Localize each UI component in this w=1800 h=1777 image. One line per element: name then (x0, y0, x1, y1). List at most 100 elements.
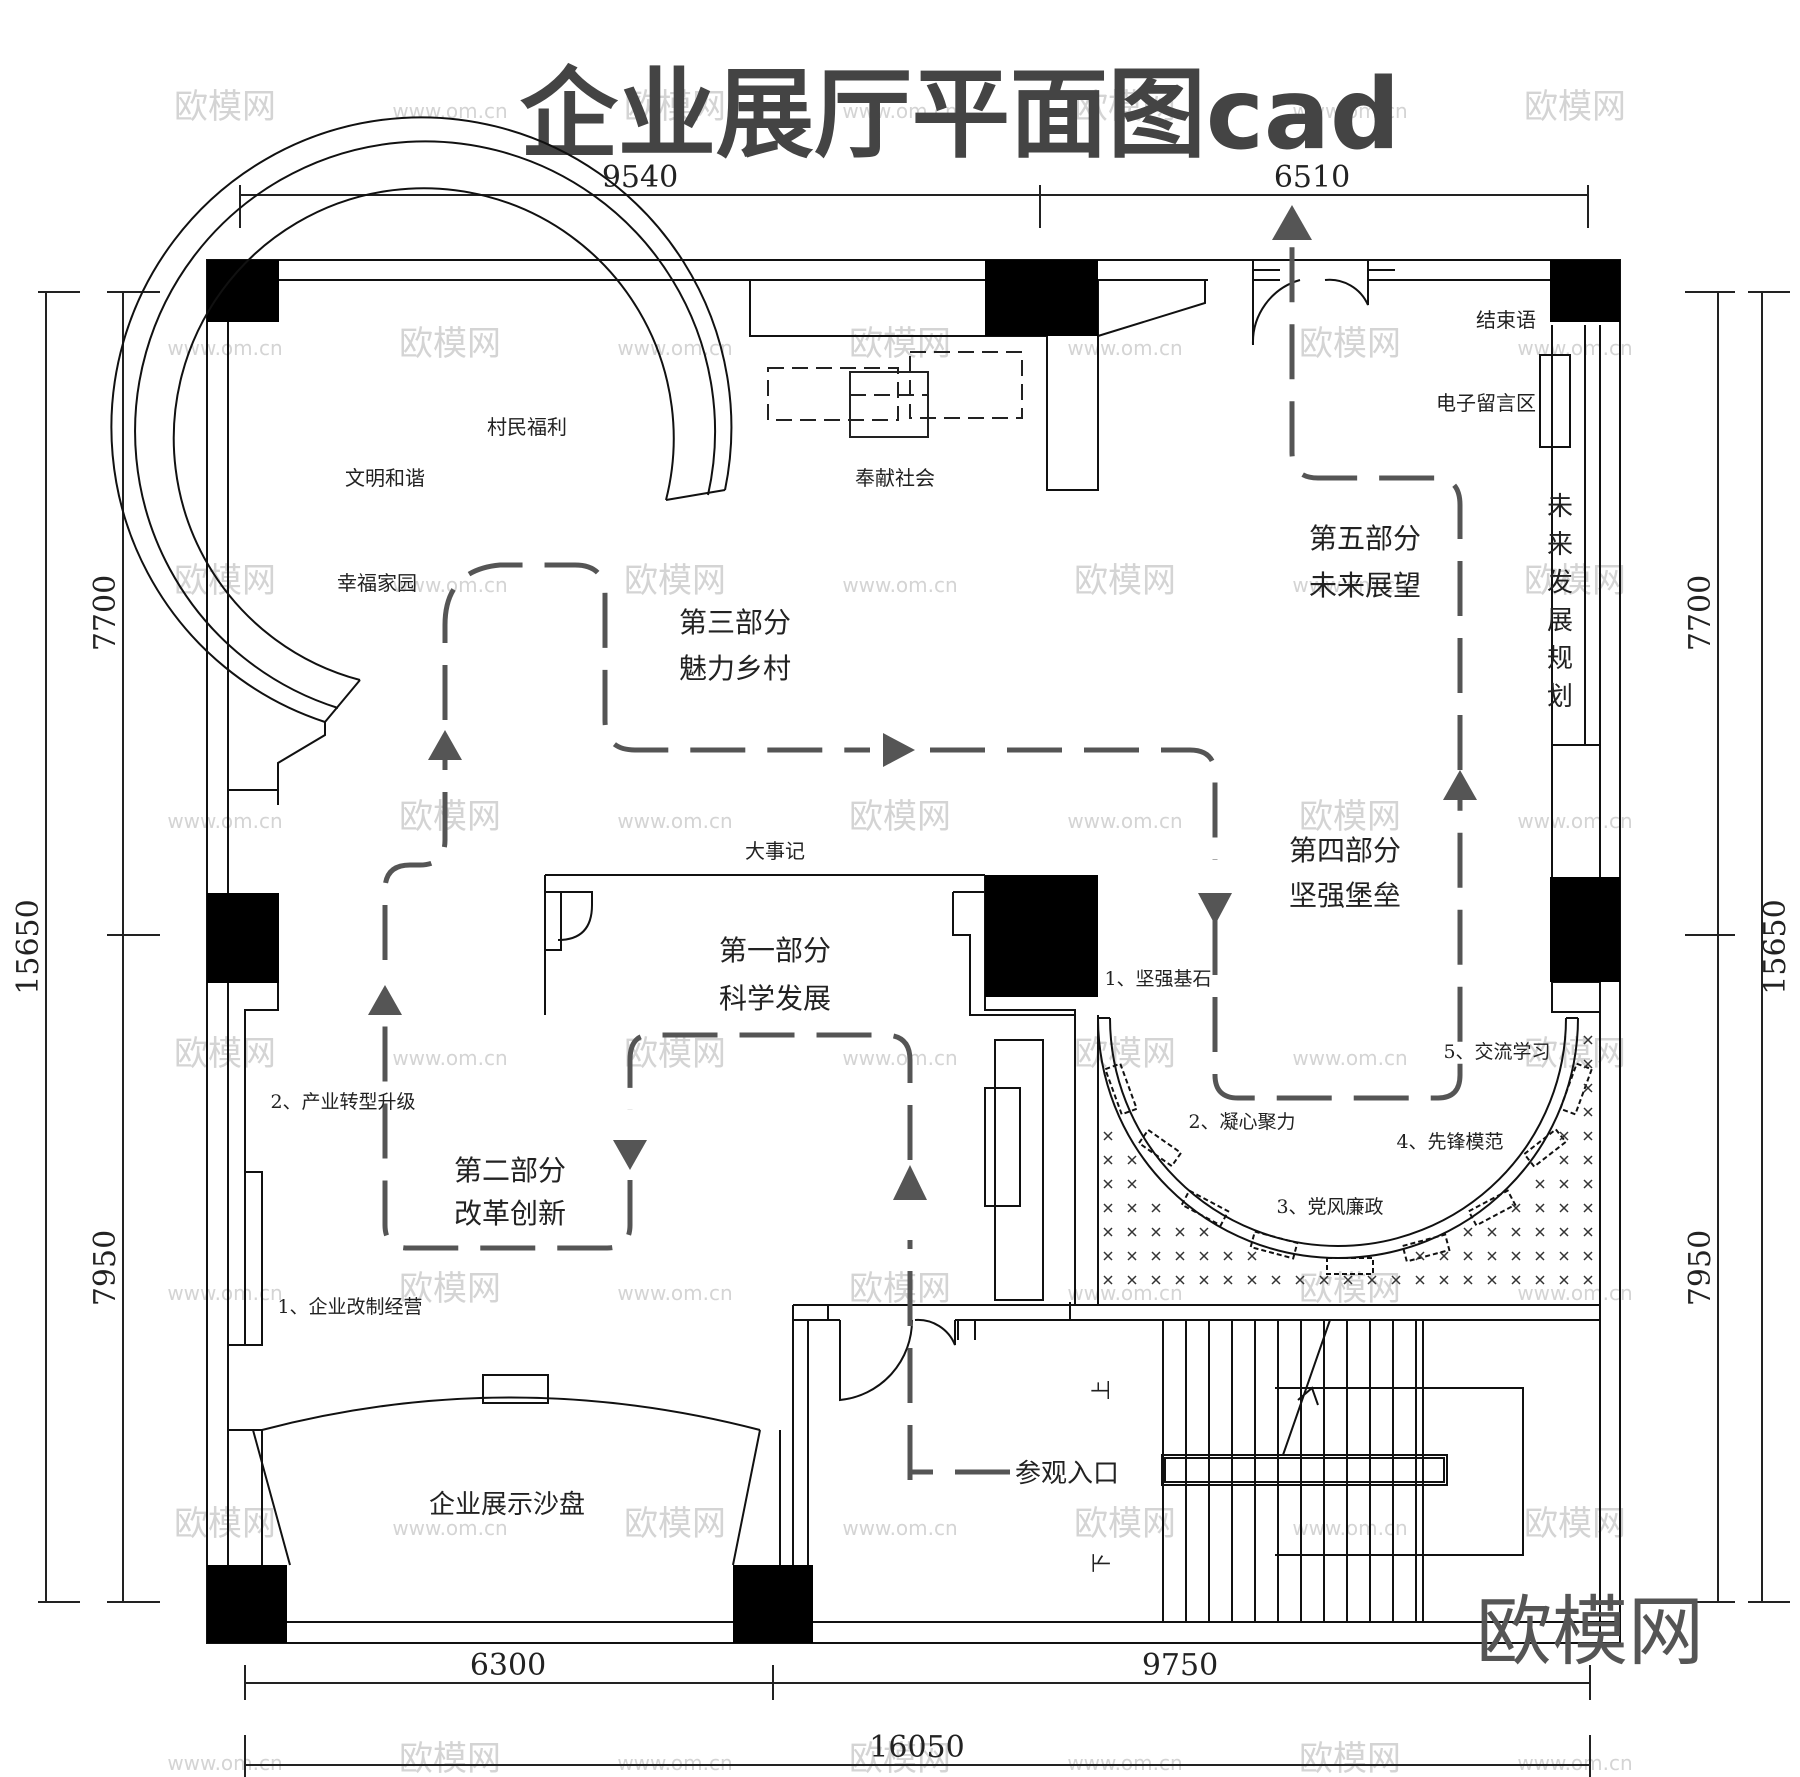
curved-display-wall (110, 116, 733, 723)
hatch-mark (1487, 1227, 1497, 1237)
dim-left-lower: 7950 (88, 1230, 123, 1306)
hatch-mark (1583, 1203, 1593, 1213)
route-arrow-down (1198, 893, 1232, 925)
hatch-mark (1295, 1275, 1305, 1285)
label-gaizhi: 1、企业改制经营 (277, 1296, 422, 1318)
hatch-mark (1583, 1107, 1593, 1117)
watermark-text: www.om.cn (1517, 1751, 1632, 1775)
hatch-mark (1367, 1275, 1377, 1285)
route-arrow-up (428, 730, 462, 760)
column (1550, 260, 1620, 322)
watermark-text: 欧模网 (624, 1034, 726, 1074)
hatch-mark (1175, 1251, 1185, 1261)
hatch-mark (1103, 1155, 1113, 1165)
section-1-sub: 科学发展 (719, 982, 831, 1015)
label-wenming: 文明和谐 (345, 466, 425, 490)
hatch-mark (1583, 1035, 1593, 1045)
dim-left-upper: 7700 (88, 575, 123, 651)
watermark-text: 欧模网 (1299, 324, 1401, 364)
watermark-text: www.om.cn (392, 1516, 507, 1540)
display-cases (1103, 1062, 1594, 1275)
watermark-text: www.om.cn (842, 99, 957, 123)
label-chanye: 2、产业转型升级 (270, 1091, 415, 1113)
hatch-mark (1535, 1275, 1545, 1285)
hatch-mark (1463, 1275, 1473, 1285)
watermark-text: 欧模网 (174, 1034, 276, 1074)
label-xianfeng: 4、先锋模范 (1396, 1131, 1503, 1153)
label-jiaoliu: 5、交流学习 (1443, 1041, 1550, 1063)
watermark-text: 欧模网 (1524, 1504, 1626, 1544)
hatch-mark (1583, 1227, 1593, 1237)
hatch-mark (1463, 1251, 1473, 1261)
hatch-mark (1391, 1275, 1401, 1285)
hatch-mark (1175, 1227, 1185, 1237)
hatch-mark (1151, 1275, 1161, 1285)
hatch-mark (1247, 1251, 1257, 1261)
watermark-text: www.om.cn (842, 573, 957, 597)
section-3-sub: 魅力乡村 (679, 652, 791, 685)
column (985, 260, 1098, 336)
label-cunmin: 村民福利 (487, 415, 567, 439)
watermark-text: www.om.cn (1517, 336, 1632, 360)
watermark-text: www.om.cn (167, 809, 282, 833)
section-4-name: 第四部分 (1289, 834, 1401, 867)
label-dangfeng: 3、党风廉政 (1276, 1196, 1383, 1218)
column (207, 893, 279, 983)
section-3-name: 第三部分 (679, 606, 791, 639)
watermark-text: www.om.cn (167, 336, 282, 360)
dim-right-upper: 7700 (1683, 575, 1718, 651)
watermark-text: www.om.cn (392, 1046, 507, 1070)
hatch-mark (1535, 1251, 1545, 1261)
column (1550, 877, 1620, 982)
hatch-mark (1247, 1275, 1257, 1285)
route-arrow-up (368, 985, 402, 1015)
hatch-mark (1127, 1227, 1137, 1237)
watermark-text: 欧模网 (174, 561, 276, 601)
watermark-text: www.om.cn (1067, 336, 1182, 360)
watermark-text: www.om.cn (1292, 1516, 1407, 1540)
watermark-text: 欧模网 (174, 1504, 276, 1544)
hatch-mark (1103, 1203, 1113, 1213)
label-dashiji: 大事记 (745, 839, 805, 863)
hatch-mark (1151, 1227, 1161, 1237)
watermark-text: www.om.cn (1292, 99, 1407, 123)
hatch-mark (1127, 1179, 1137, 1189)
watermark-text: 欧模网 (399, 1269, 501, 1309)
watermark-text: 欧模网 (399, 797, 501, 837)
watermark-text: 欧模网 (399, 324, 501, 364)
hatch-mark (1535, 1227, 1545, 1237)
watermark-layer: 欧模网 www.om.cn 欧模网 www.om.cn 欧模网 www.om.cn 欧模网 w… (167, 87, 1632, 1777)
hatch-mark (1463, 1227, 1473, 1237)
watermark-text: 欧模网 (1524, 87, 1626, 127)
hatch-mark (1583, 1179, 1593, 1189)
hatch-mark (1511, 1227, 1521, 1237)
dim-top-left: 9540 (602, 160, 678, 195)
columns (207, 260, 1620, 1643)
route-arrows (368, 205, 1477, 1200)
column (207, 260, 279, 322)
hatch-mark (1127, 1203, 1137, 1213)
dim-bottom-left: 6300 (470, 1648, 546, 1683)
round-hall (1097, 1017, 1594, 1285)
hatch-mark (1583, 1059, 1593, 1069)
section-1-name: 第一部分 (719, 934, 831, 967)
watermark-text: 欧模网 (849, 324, 951, 364)
watermark-text: 欧模网 (1074, 1034, 1176, 1074)
hatch-mark (1511, 1275, 1521, 1285)
watermark-text: www.om.cn (1067, 1751, 1182, 1775)
route-arrow-down (613, 1140, 647, 1170)
stair-break (1282, 1319, 1331, 1456)
label-fengxian: 奉献社会 (855, 466, 935, 490)
watermark-text: www.om.cn (1292, 1046, 1407, 1070)
hatch-mark (1319, 1275, 1329, 1285)
watermark-text: 欧模网 (1524, 561, 1626, 601)
label-jianqiang: 1、坚强基石 (1104, 968, 1211, 990)
dim-left-total: 15650 (11, 899, 46, 994)
dim-bottom-total: 16050 (869, 1730, 964, 1765)
hatch-mark (1103, 1131, 1113, 1141)
hatch-mark (1127, 1251, 1137, 1261)
floor-hatch (1103, 1035, 1593, 1285)
watermark-text: 欧模网 (1074, 561, 1176, 601)
watermark-text: 欧模网 (624, 561, 726, 601)
